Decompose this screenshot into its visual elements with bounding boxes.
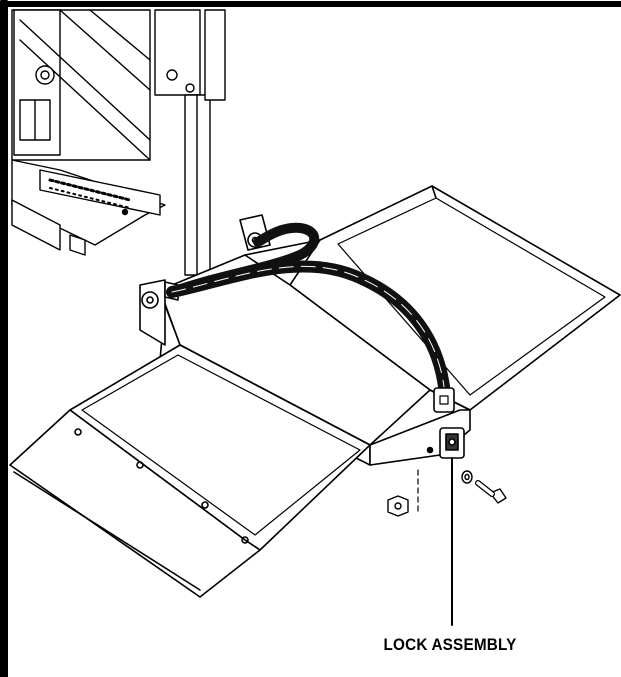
left-strap-bracket: [139, 279, 179, 346]
safety-strap: [166, 222, 455, 413]
mounting-hardware: [387, 470, 507, 517]
lock-assembly: [439, 427, 465, 626]
base-rail: [11, 159, 166, 256]
lock-assembly-callout: LOCK ASSEMBLY: [383, 635, 517, 654]
platform-front-ramp: [9, 344, 371, 598]
lift-mechanism: [11, 9, 201, 161]
